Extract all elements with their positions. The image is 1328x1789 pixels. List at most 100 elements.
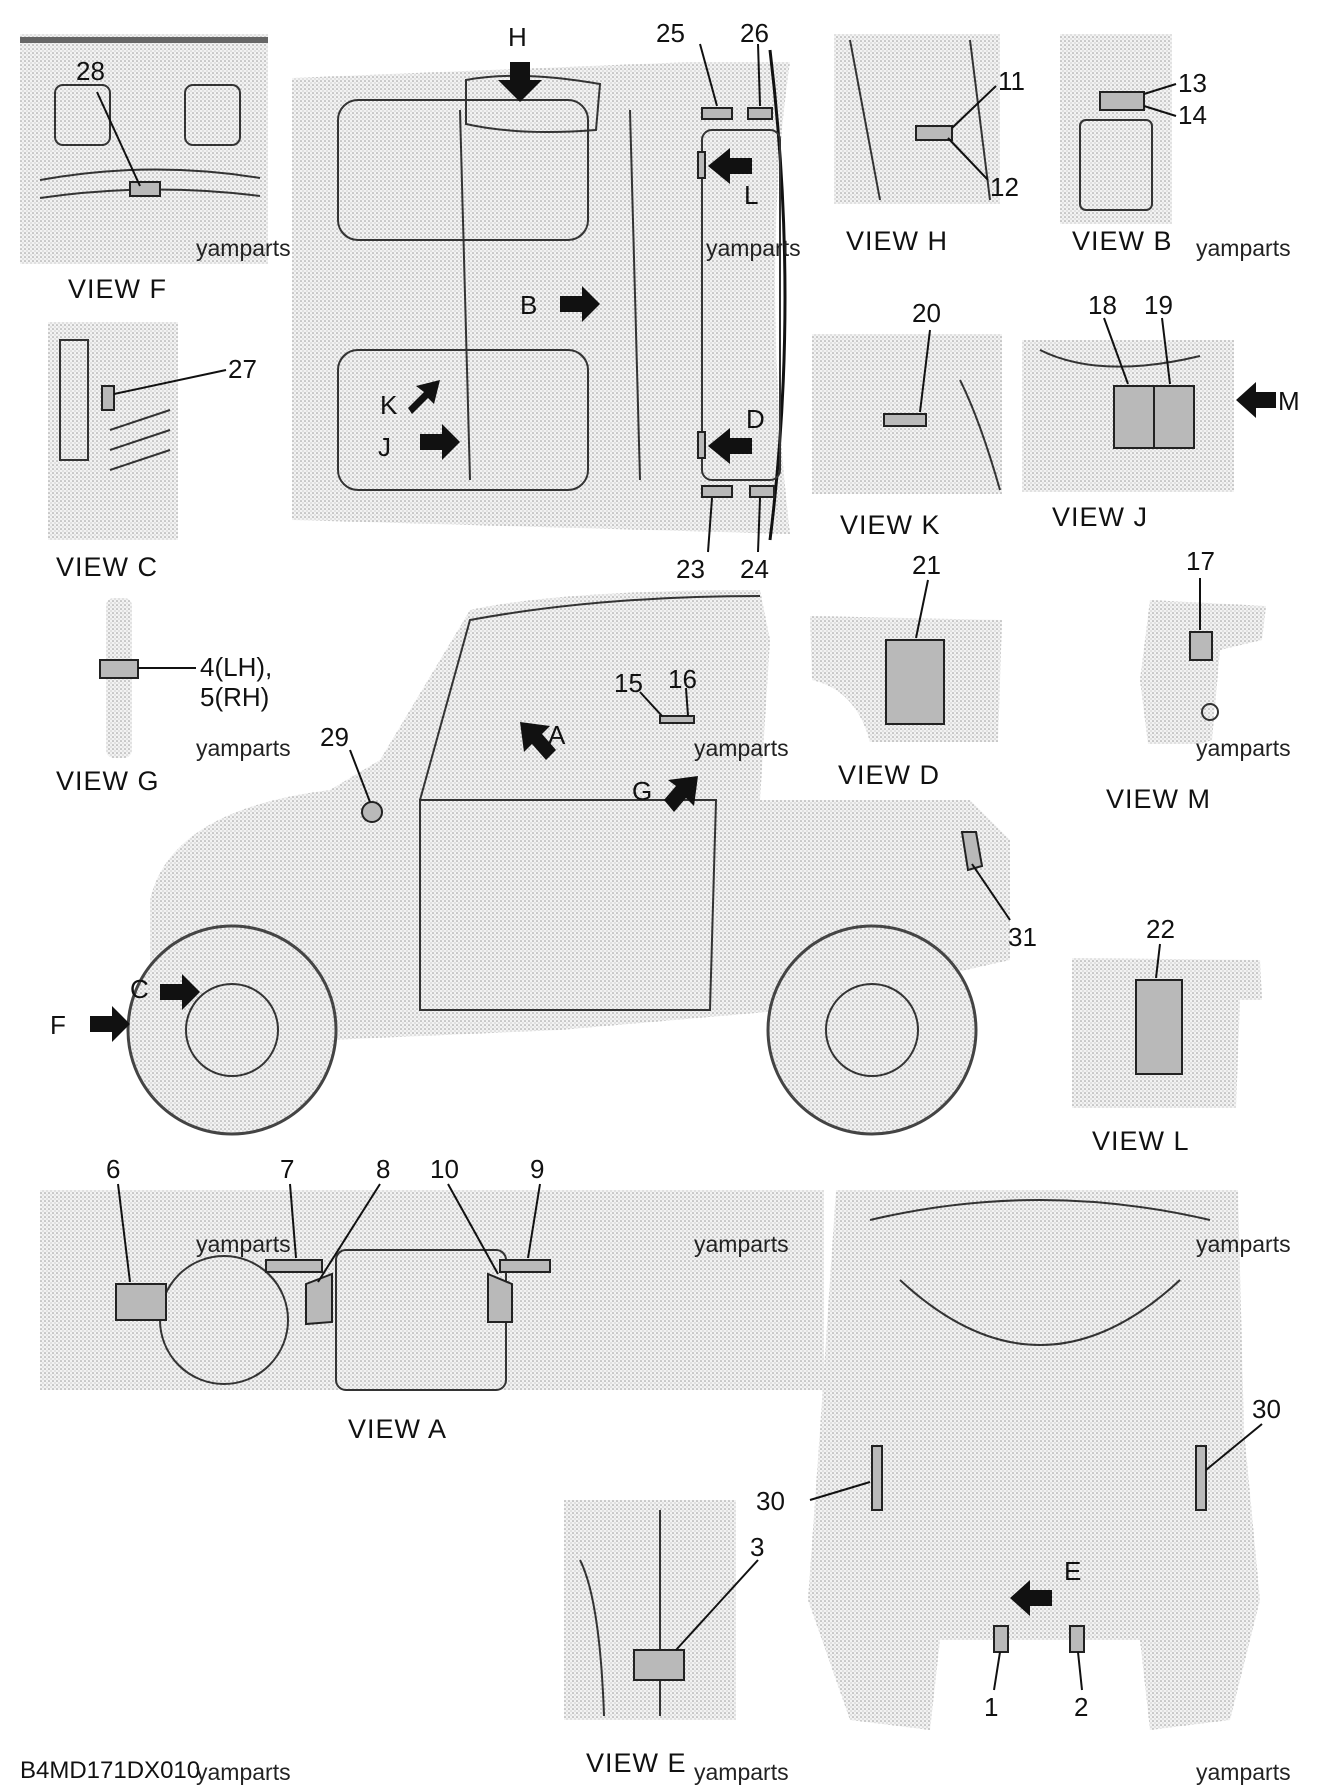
view-m-label: VIEW M: [1106, 784, 1211, 814]
view-h-panel: 11 12: [834, 34, 1025, 204]
part-number-4: 4(LH),: [200, 652, 272, 682]
part-number-19: 19: [1144, 290, 1173, 320]
part-number-1: 1: [984, 1692, 998, 1722]
part-number-25: 25: [656, 18, 685, 48]
arrow-label-m: M: [1278, 386, 1300, 416]
part-number-3: 3: [750, 1532, 764, 1562]
arrow-f-icon: [90, 1006, 130, 1042]
view-j-label: VIEW J: [1052, 502, 1148, 532]
decal-28: [129, 181, 161, 197]
part-number-7: 7: [280, 1154, 294, 1184]
watermark-rear-top: yamparts: [1196, 1231, 1291, 1257]
vehicle-side-view: 29 15 16 yamparts 31 A G C F: [50, 590, 1037, 1136]
part-number-8: 8: [376, 1154, 390, 1184]
part-number-26: 26: [740, 18, 769, 48]
arrow-k-icon: [408, 380, 440, 414]
arrow-j-icon: [420, 424, 460, 460]
decal-30-left: [871, 1445, 883, 1511]
decal-9: [499, 1259, 551, 1273]
decal-23: [701, 485, 733, 498]
view-h-label: VIEW H: [846, 226, 948, 256]
part-number-17: 17: [1186, 546, 1215, 576]
arrow-label-j: J: [378, 432, 391, 462]
arrow-c-icon: [160, 974, 200, 1010]
decal-7: [265, 1259, 323, 1273]
decal-15-16: [659, 715, 695, 724]
part-number-10: 10: [430, 1154, 459, 1184]
arrow-label-b: B: [520, 290, 537, 320]
view-f-panel: 28 yamparts: [20, 34, 291, 264]
decal-20: [883, 413, 927, 427]
part-number-28: 28: [76, 56, 105, 86]
view-c-panel: 27: [48, 322, 257, 540]
view-m-panel: 17: [1140, 546, 1266, 744]
part-number-22: 22: [1146, 914, 1175, 944]
view-e-panel: 3: [564, 1500, 764, 1720]
watermark-view-f: yamparts: [196, 235, 291, 261]
part-number-18: 18: [1088, 290, 1117, 320]
view-l-label: VIEW L: [1092, 1126, 1190, 1156]
part-number-2: 2: [1074, 1692, 1088, 1722]
part-number-20: 20: [912, 298, 941, 328]
view-k-label: VIEW K: [840, 510, 941, 540]
watermark-chassis: yamparts: [706, 235, 801, 261]
decal-18: [1113, 385, 1155, 449]
arrow-label-c: C: [130, 974, 149, 1004]
decal-29: [361, 801, 383, 823]
part-number-12: 12: [990, 172, 1019, 202]
view-b-label: VIEW B: [1072, 226, 1173, 256]
view-d-panel: 21: [810, 550, 1002, 742]
part-number-6: 6: [106, 1154, 120, 1184]
decal-2: [1069, 1625, 1085, 1653]
decal-11-12: [915, 125, 953, 141]
decal-27: [101, 385, 115, 411]
arrow-h-icon: [498, 62, 542, 102]
watermark-view-e: yamparts: [694, 1759, 789, 1785]
arrow-a-icon: [520, 722, 556, 760]
diagram-code: B4MD171DX010: [20, 1757, 200, 1784]
arrow-label-l: L: [744, 180, 758, 210]
arrow-label-d: D: [746, 404, 765, 434]
decal-view-d-marker: [697, 431, 706, 459]
decal-22: [1135, 979, 1183, 1075]
watermark-side-view: yamparts: [694, 735, 789, 761]
arrow-label-f: F: [50, 1010, 66, 1040]
decal-17: [1189, 631, 1213, 661]
arrow-label-h: H: [508, 22, 527, 52]
view-a-label: VIEW A: [348, 1414, 447, 1444]
decal-31: [960, 831, 984, 872]
vehicle-rear-view: 30 30 1 2 E yamparts yamparts: [756, 1190, 1291, 1785]
watermark-view-b: yamparts: [1196, 235, 1291, 261]
decal-6: [115, 1283, 167, 1321]
part-number-31: 31: [1008, 922, 1037, 952]
arrow-g-icon: [664, 776, 698, 812]
arrow-l-icon: [708, 148, 752, 184]
watermark-view-g: yamparts: [196, 735, 291, 761]
view-a-panel: 6 7 8 10 9 yamparts yamparts: [40, 1154, 824, 1391]
view-e-label: VIEW E: [586, 1748, 687, 1778]
decal-13-14: [1099, 91, 1145, 111]
decal-8: [305, 1272, 333, 1326]
arrow-label-e: E: [1064, 1556, 1081, 1586]
decal-19: [1153, 385, 1195, 449]
part-number-21: 21: [912, 550, 941, 580]
decal-4-5: [99, 659, 139, 679]
decal-10: [487, 1272, 513, 1323]
decal-1: [993, 1625, 1009, 1653]
decal-25: [701, 107, 733, 120]
arrow-label-a: A: [548, 720, 566, 750]
watermark-view-a-left: yamparts: [196, 1231, 291, 1257]
arrow-label-g: G: [632, 776, 652, 806]
part-number-13: 13: [1178, 68, 1207, 98]
view-c-label: VIEW C: [56, 552, 158, 582]
arrow-d-icon: [708, 428, 752, 464]
view-d-label: VIEW D: [838, 760, 940, 790]
watermark-view-m: yamparts: [1196, 735, 1291, 761]
view-l-panel: 22: [1072, 914, 1262, 1108]
part-number-27: 27: [228, 354, 257, 384]
part-number-24: 24: [740, 554, 769, 584]
watermark-view-a-right: yamparts: [694, 1231, 789, 1257]
watermark-footer-left: yamparts: [196, 1759, 291, 1785]
arrow-b-icon: [560, 286, 600, 322]
